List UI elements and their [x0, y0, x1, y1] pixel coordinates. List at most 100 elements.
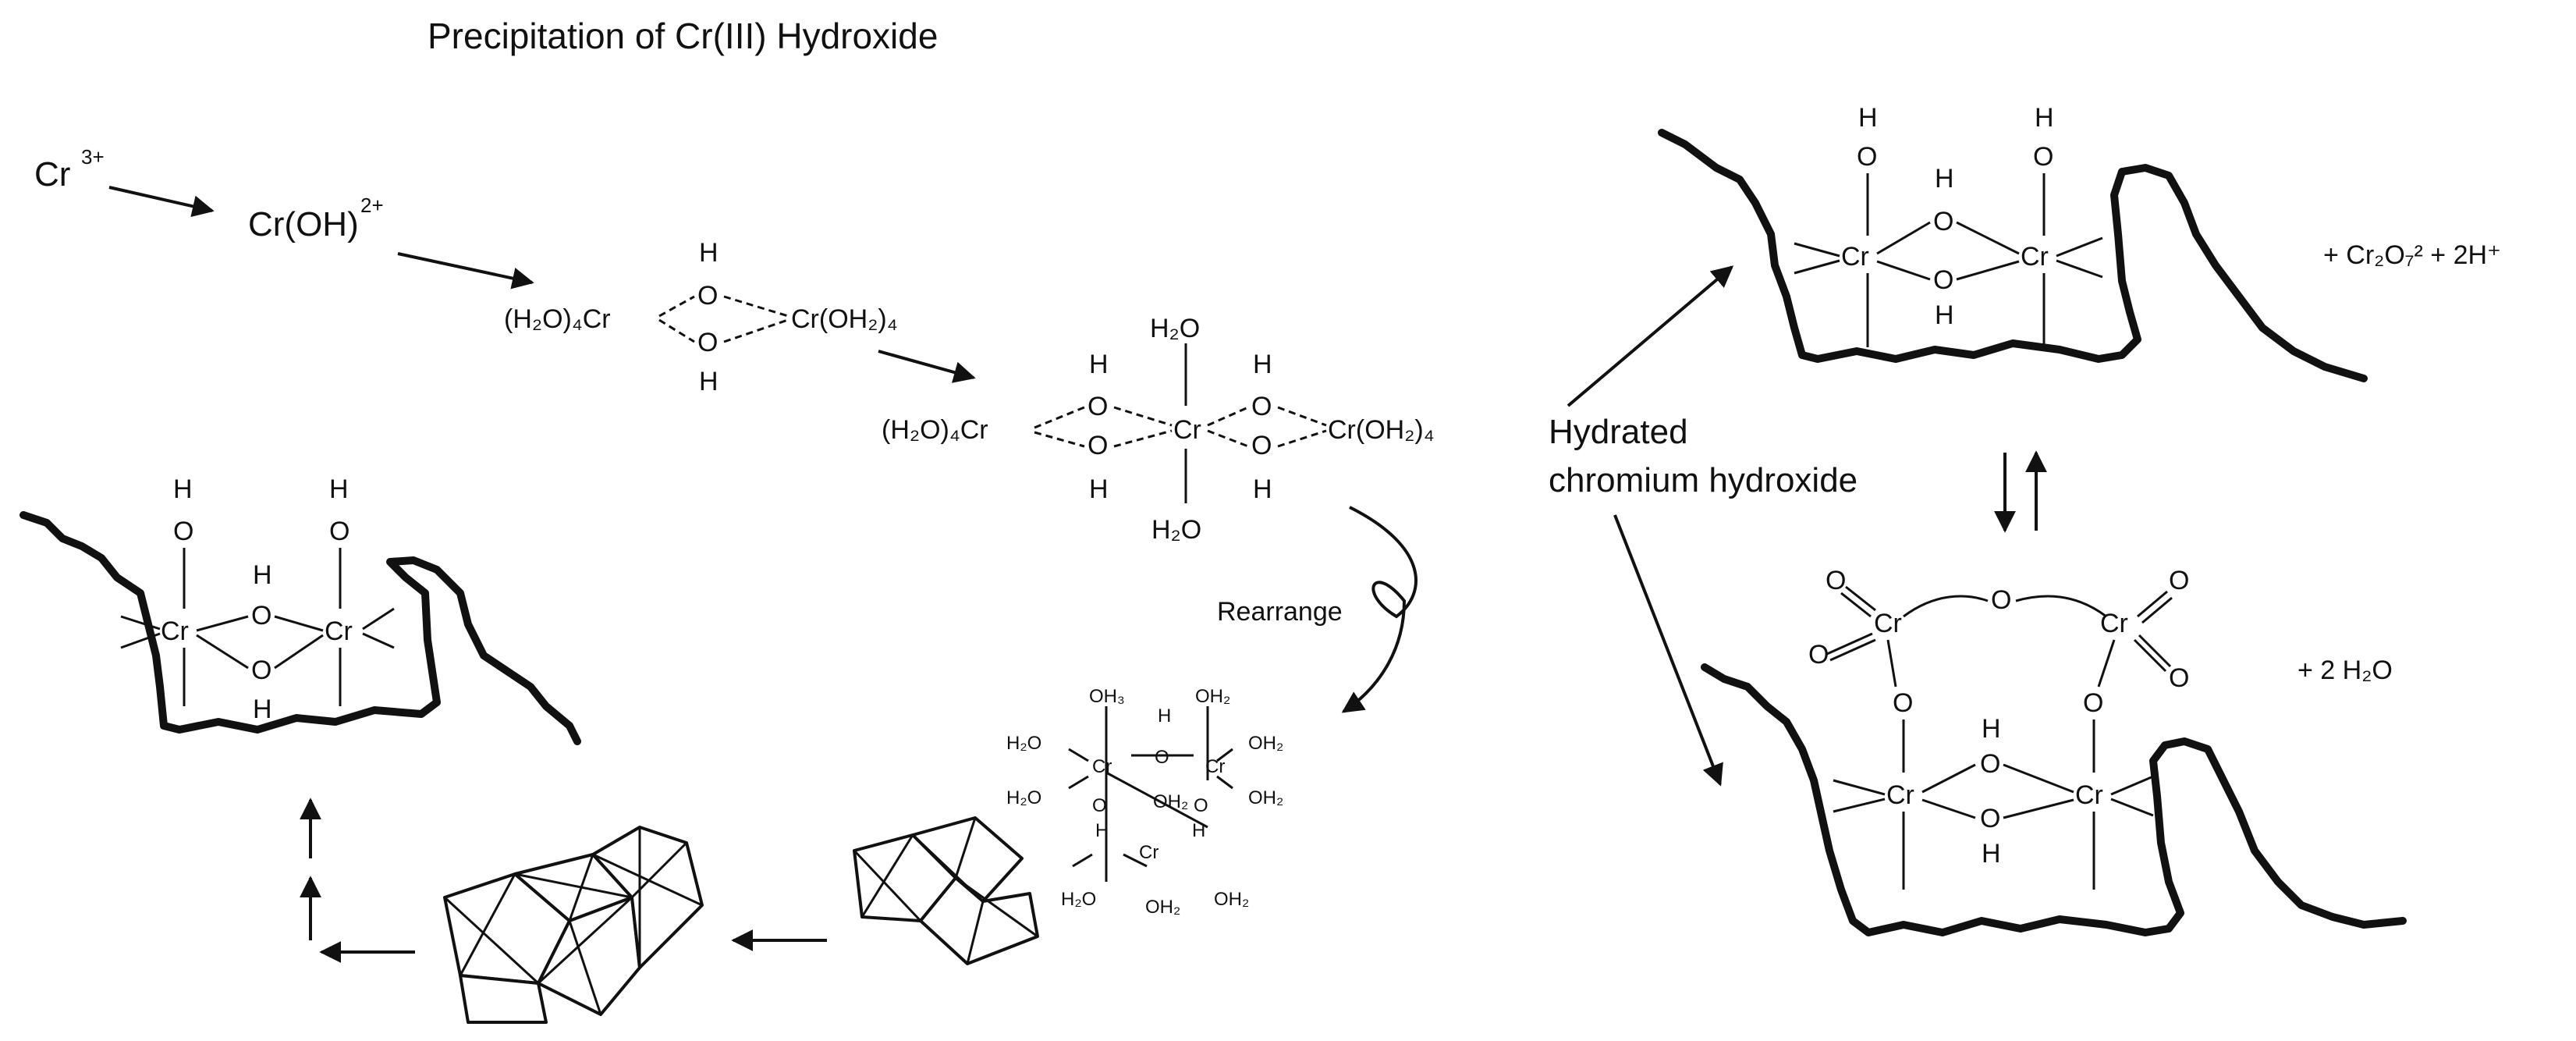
svg-text:Cr: Cr — [1886, 780, 1914, 810]
svg-text:Cr: Cr — [2100, 609, 2128, 638]
rearrange-label: Rearrange — [1217, 597, 1343, 627]
svg-text:OH₂: OH₂ — [1248, 733, 1283, 754]
arrow-to-top-form — [1567, 265, 1734, 407]
svg-text:H: H — [699, 238, 719, 268]
svg-text:H: H — [253, 695, 272, 724]
svg-text:O: O — [1933, 207, 1953, 236]
svg-text:H: H — [1935, 164, 1954, 194]
svg-text:O: O — [1251, 431, 1272, 460]
svg-text:O: O — [251, 601, 271, 631]
polymer-hydroxide-left: H O H O H O O H Cr Cr — [20, 474, 581, 745]
svg-text:O: O — [173, 517, 193, 546]
svg-text:OH₂: OH₂ — [1214, 889, 1249, 910]
arrow-croh-to-dimer — [397, 252, 534, 290]
svg-text:O: O — [2169, 663, 2189, 693]
svg-text:H₂O: H₂O — [1061, 889, 1096, 910]
svg-text:O: O — [1991, 585, 2011, 615]
svg-text:O: O — [1251, 392, 1272, 421]
svg-text:H: H — [173, 474, 193, 504]
svg-text:OH₂: OH₂ — [1145, 897, 1180, 918]
svg-text:Cr(OH₂)₄: Cr(OH₂)₄ — [791, 304, 898, 334]
svg-text:O: O — [329, 517, 349, 546]
svg-text:H: H — [1858, 103, 1878, 133]
svg-text:OH₂: OH₂ — [1153, 791, 1188, 812]
svg-text:Cr: Cr — [34, 155, 70, 194]
svg-text:O: O — [1088, 392, 1108, 421]
svg-text:Cr: Cr — [325, 616, 353, 646]
svg-text:OH₂: OH₂ — [1195, 686, 1230, 707]
svg-text:H₂O: H₂O — [1006, 787, 1041, 808]
svg-text:H: H — [1192, 820, 1205, 841]
svg-text:H₂O: H₂O — [1006, 733, 1041, 754]
svg-text:Cr(OH₂)₄: Cr(OH₂)₄ — [1328, 415, 1435, 445]
svg-text:H: H — [699, 367, 719, 396]
rearrange-arrow — [1341, 506, 1418, 713]
svg-text:H: H — [253, 560, 272, 590]
bottom-product-label: + 2 H₂O — [2297, 656, 2393, 685]
svg-text:Cr: Cr — [1841, 242, 1869, 272]
svg-text:H: H — [1935, 300, 1954, 330]
svg-text:O: O — [2169, 566, 2189, 595]
svg-text:O: O — [1194, 795, 1208, 816]
cr3-ion: Cr 3+ — [34, 145, 105, 194]
svg-text:(H₂O)₄Cr: (H₂O)₄Cr — [882, 415, 988, 445]
svg-text:Cr: Cr — [1874, 609, 1902, 638]
svg-text:O: O — [697, 328, 718, 357]
svg-text:H: H — [1253, 474, 1272, 504]
croh-ion: Cr(OH) 2+ — [248, 194, 384, 243]
svg-text:O: O — [2033, 142, 2053, 172]
svg-text:H₂O: H₂O — [1151, 515, 1201, 545]
svg-text:H₂O: H₂O — [1150, 314, 1200, 343]
svg-text:H: H — [1253, 350, 1272, 379]
svg-text:Cr: Cr — [1205, 756, 1225, 777]
svg-text:O: O — [251, 656, 271, 685]
svg-text:O: O — [1826, 566, 1846, 595]
svg-text:O: O — [1808, 640, 1829, 670]
svg-text:Cr: Cr — [161, 616, 189, 646]
svg-text:O: O — [1155, 747, 1169, 768]
svg-text:H: H — [329, 474, 349, 504]
svg-text:OH₂: OH₂ — [1248, 787, 1283, 808]
tetramer-cluster: OH₃ H OH₂ H₂O Cr O Cr OH₂ H₂O O OH₂ OH₂ … — [1006, 686, 1283, 918]
svg-text:Cr: Cr — [1092, 756, 1112, 777]
svg-text:O: O — [1092, 795, 1107, 816]
svg-text:O: O — [1857, 142, 1877, 172]
dimer-complex: (H₂O)₄Cr H O O H Cr(OH₂)₄ — [504, 238, 898, 396]
svg-text:OH₃: OH₃ — [1089, 686, 1125, 707]
diagram-title: Precipitation of Cr(III) Hydroxide — [428, 16, 938, 56]
svg-text:3+: 3+ — [81, 145, 105, 169]
hydrated-label-line1: Hydrated — [1549, 413, 1688, 451]
polymer-dichromate-bottom-right: O Cr O O Cr O O O O H O O H Cr Cr — [1701, 566, 2407, 936]
svg-text:O: O — [1933, 265, 1953, 295]
svg-text:O: O — [2083, 688, 2103, 718]
svg-text:H: H — [1095, 820, 1109, 841]
svg-text:Cr(OH): Cr(OH) — [248, 205, 359, 243]
svg-text:O: O — [1088, 431, 1108, 460]
svg-text:2+: 2+ — [360, 194, 384, 217]
svg-text:Cr: Cr — [1139, 842, 1158, 863]
svg-text:H: H — [1982, 839, 2001, 869]
top-product-label: + Cr₂O₇² + 2H⁺ — [2323, 240, 2501, 270]
hydrated-label-line2: chromium hydroxide — [1549, 461, 1857, 499]
large-octahedral-cluster — [443, 826, 704, 1024]
svg-text:H: H — [1982, 714, 2001, 744]
svg-text:O: O — [697, 281, 718, 311]
svg-text:H: H — [1089, 474, 1109, 504]
svg-text:H: H — [2035, 103, 2054, 133]
svg-text:H: H — [1158, 705, 1171, 727]
svg-text:Cr: Cr — [2021, 242, 2049, 272]
trimer-complex: H₂O (H₂O)₄Cr H O O H Cr H O O H Cr(OH₂)₄… — [882, 314, 1435, 545]
svg-text:O: O — [1893, 688, 1913, 718]
svg-text:H: H — [1089, 350, 1109, 379]
small-octahedral-cluster — [853, 816, 1039, 965]
polymer-hydroxide-top-right: H O H O H O O H Cr Cr — [1658, 103, 2368, 382]
svg-text:Cr: Cr — [1173, 415, 1201, 445]
svg-text:O: O — [1980, 804, 2000, 833]
arrow-to-bottom-form — [1613, 514, 1723, 787]
arrow-dimer-to-trimer — [878, 350, 976, 383]
svg-text:O: O — [1980, 749, 2000, 779]
svg-text:(H₂O)₄Cr: (H₂O)₄Cr — [504, 304, 611, 334]
arrow-cr3-to-croh — [108, 186, 215, 218]
